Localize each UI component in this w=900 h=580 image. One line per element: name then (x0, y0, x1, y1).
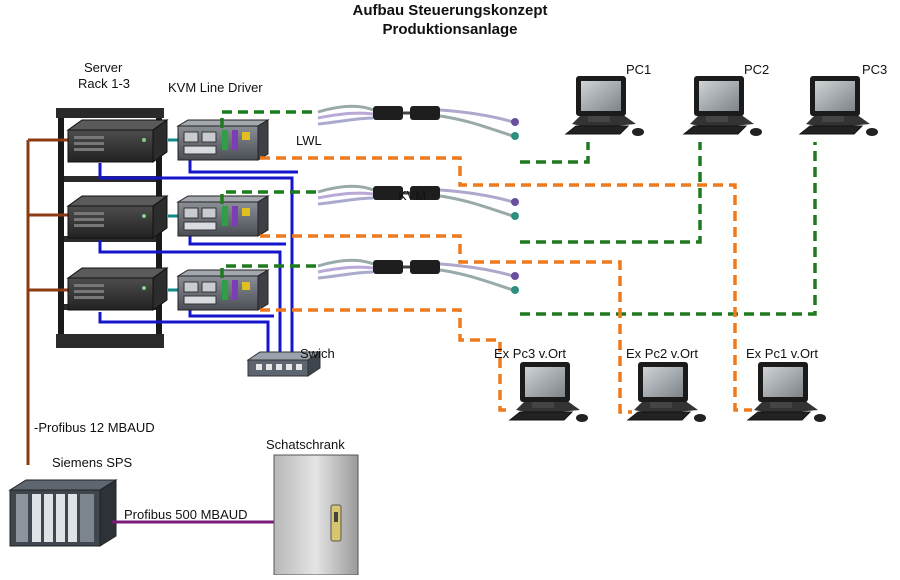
network-lines (98, 160, 298, 360)
profibus-12-bus (26, 138, 72, 465)
schatschrank-label: Schatschrank (266, 437, 345, 452)
server-rack-label-line1: Server (84, 60, 123, 75)
profibus-12-label: -Profibus 12 MBAUD (34, 420, 155, 435)
ex-pc1-label: Ex Pc1 v.Ort (746, 346, 818, 361)
kvm-extender-1-icon (316, 104, 521, 142)
profibus-500-label: Profibus 500 MBAUD (124, 507, 248, 522)
pc2-workstation-icon (683, 75, 763, 137)
pc2-label: PC2 (744, 62, 770, 77)
server-3-icon (67, 267, 168, 311)
pc3-workstation-icon (799, 75, 879, 137)
ex-pc2-workstation-icon (627, 361, 707, 423)
ex-pc2-label: Ex Pc2 v.Ort (626, 346, 698, 361)
pc1-workstation-icon (565, 75, 645, 137)
ex-pc3-workstation-icon (509, 361, 589, 423)
lwl-lines (260, 156, 752, 414)
siemens-sps-label: Siemens SPS (52, 455, 133, 470)
network-switch-icon (246, 351, 322, 377)
cabinet-icon (273, 454, 359, 576)
lwl-label: LWL (296, 133, 322, 148)
kvm-label: KVM (398, 188, 427, 203)
ex-pc3-label: Ex Pc3 v.Ort (494, 346, 566, 361)
server-rack-label-line2: Rack 1-3 (78, 76, 131, 91)
kvm-line-driver-label: KVM Line Driver (168, 80, 263, 95)
plc-icon (8, 479, 118, 547)
diagram-title-line2: Produktionsanlage (382, 21, 518, 38)
switch-label: Swich (300, 346, 335, 361)
ex-pc1-workstation-icon (747, 361, 827, 423)
diagram-title-line1: Aufbau Steuerungskonzept (352, 2, 548, 19)
server-2-icon (67, 195, 168, 239)
pc1-label: PC1 (626, 62, 652, 77)
pc3-label: PC3 (862, 62, 888, 77)
kvm-extender-3-icon (316, 258, 521, 296)
server-1-icon (67, 119, 168, 163)
